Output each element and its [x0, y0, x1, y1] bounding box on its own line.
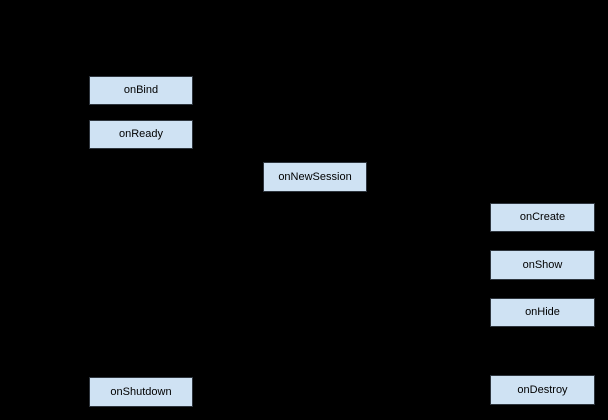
node-label-onshutdown: onShutdown — [110, 385, 172, 398]
node-label-onnewsession: onNewSession — [278, 170, 352, 183]
node-oncreate: onCreate — [490, 203, 595, 232]
node-onready: onReady — [89, 120, 193, 149]
node-onshow: onShow — [490, 250, 595, 280]
node-ondestroy: onDestroy — [490, 375, 595, 405]
node-onnewsession: onNewSession — [263, 162, 367, 192]
node-label-ondestroy: onDestroy — [517, 383, 568, 396]
node-label-onhide: onHide — [525, 306, 560, 318]
node-onhide: onHide — [490, 298, 595, 327]
node-onbind: onBind — [89, 76, 193, 105]
node-label-onshow: onShow — [522, 258, 563, 271]
node-onshutdown: onShutdown — [89, 377, 193, 407]
node-label-oncreate: onCreate — [519, 211, 566, 223]
node-label-onready: onReady — [118, 128, 164, 140]
node-label-onbind: onBind — [123, 84, 159, 96]
